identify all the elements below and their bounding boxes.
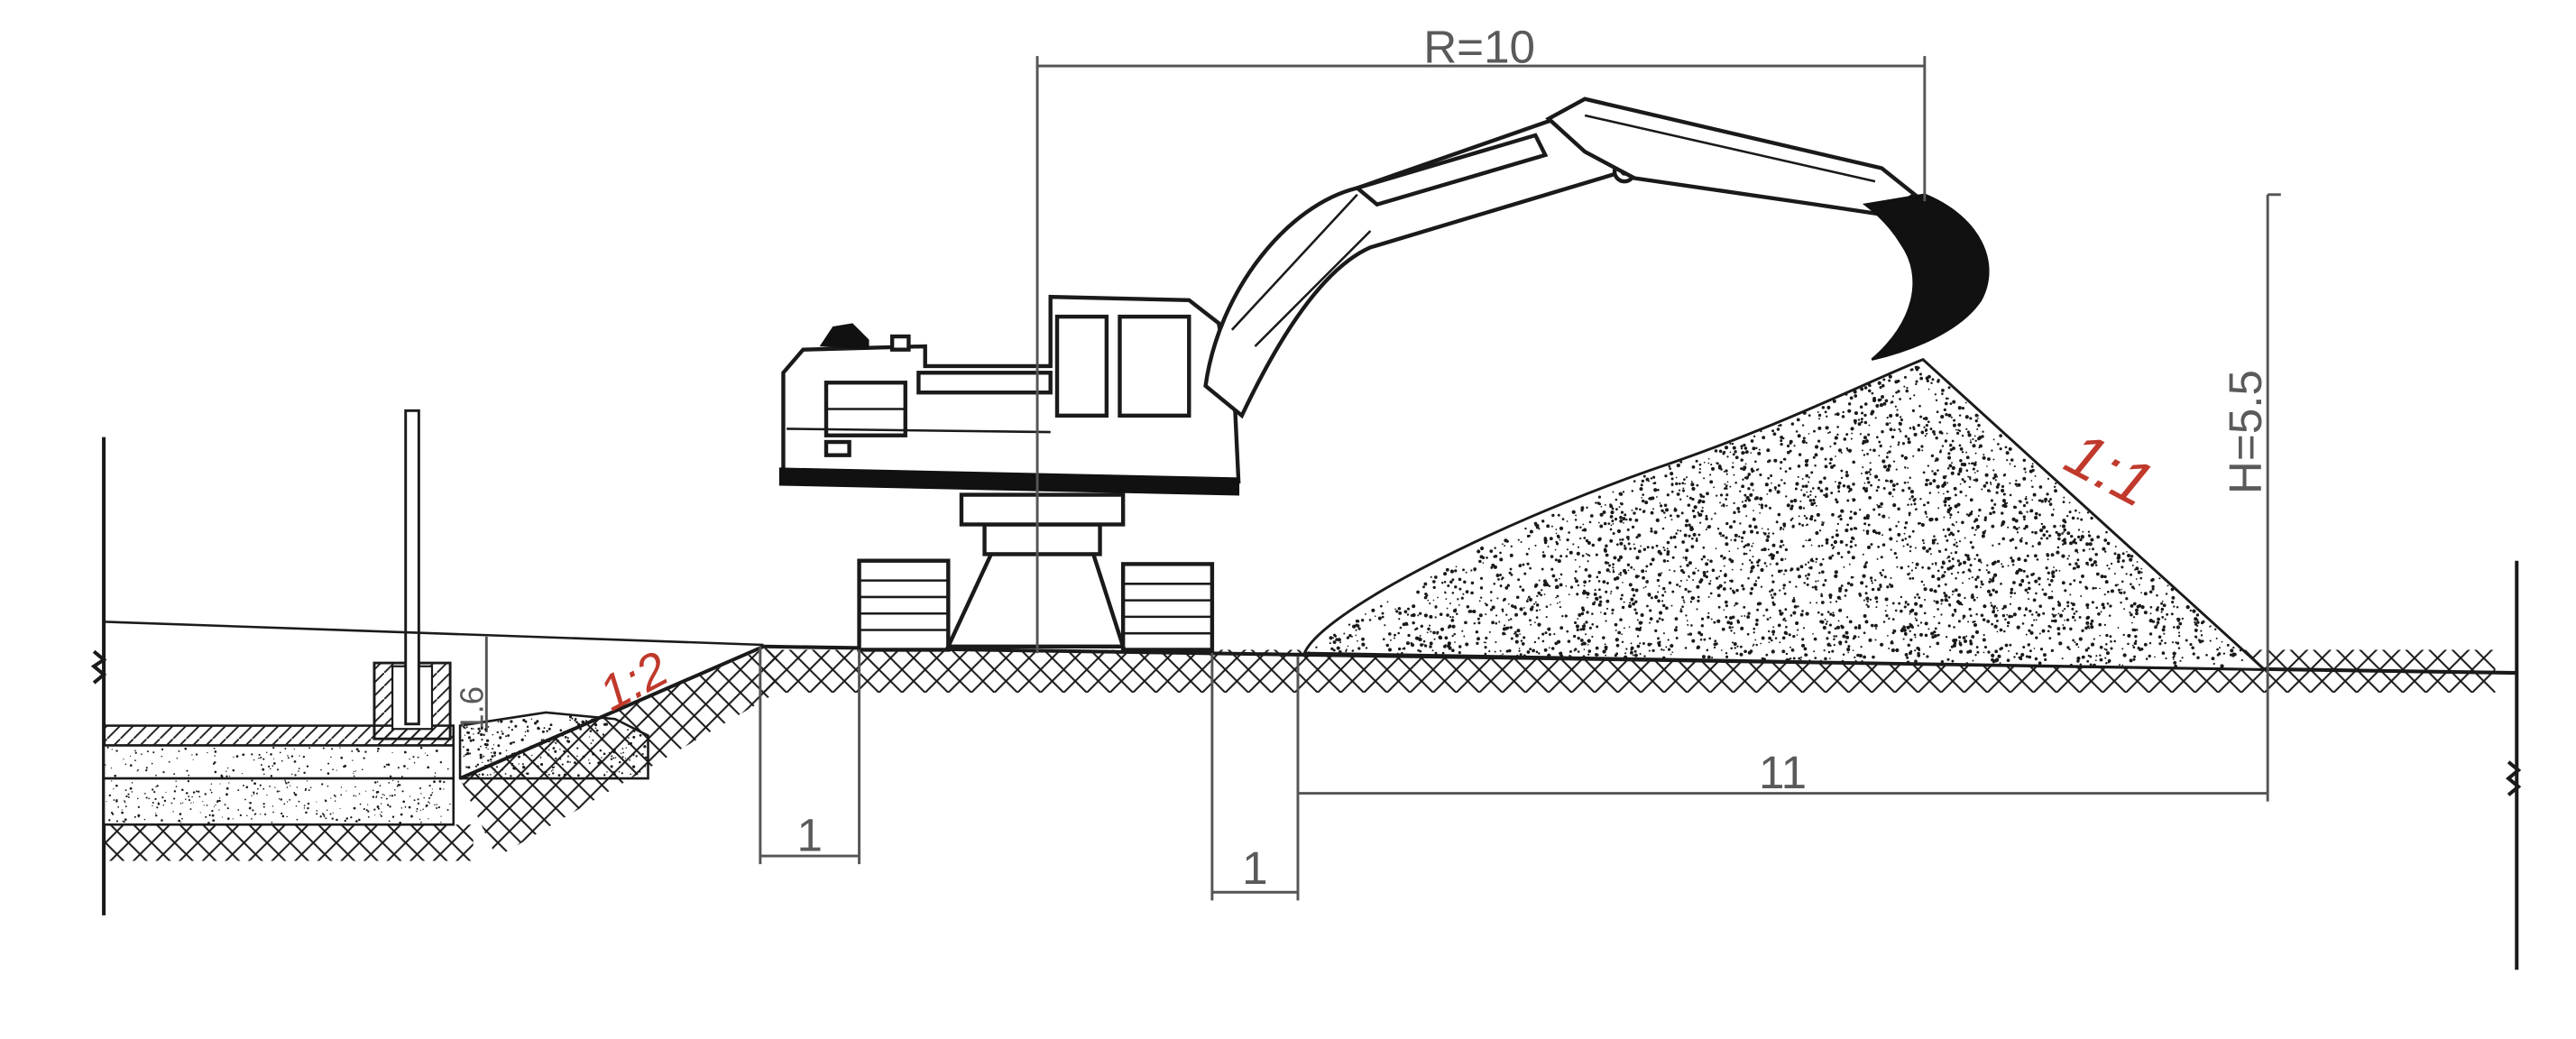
pavement-structure	[102, 724, 474, 861]
wall-height-dimension: 1.6	[454, 636, 491, 732]
break-line-icon	[90, 649, 107, 685]
offset-right-label: 1	[1242, 842, 1267, 894]
offset-left-label: 1	[796, 810, 822, 861]
wall-height-label: 1.6	[454, 686, 491, 732]
height-dimension: H=5.5	[2220, 193, 2281, 670]
reach-label: R=10	[1423, 21, 1535, 72]
right-boundary-wall	[2506, 560, 2522, 970]
height-label: H=5.5	[2220, 370, 2271, 494]
left-boundary-wall	[90, 437, 107, 915]
bucket	[1862, 193, 1990, 361]
spoil-pile	[1302, 357, 2268, 671]
trench-slope-hatch	[460, 643, 777, 858]
trench-backfill-texture	[461, 715, 648, 777]
dump-width-label: 11	[1759, 747, 1807, 798]
break-line-icon	[2506, 760, 2522, 796]
excavator-icon	[778, 97, 1990, 652]
offset-right-dimension: 1	[1210, 653, 1298, 901]
reach-dimension: R=10	[1037, 21, 1927, 202]
offset-left-dimension: 1	[759, 646, 861, 865]
spoil-pile-texture	[1307, 365, 2243, 668]
pavement-texture	[105, 746, 449, 778]
retaining-wall	[373, 409, 452, 740]
trench-slope-line	[459, 644, 765, 780]
survey-pole	[404, 409, 420, 726]
base-layer-texture	[106, 779, 451, 824]
reference-line	[104, 621, 764, 647]
dump-width-dimension: 11	[1296, 656, 2269, 901]
